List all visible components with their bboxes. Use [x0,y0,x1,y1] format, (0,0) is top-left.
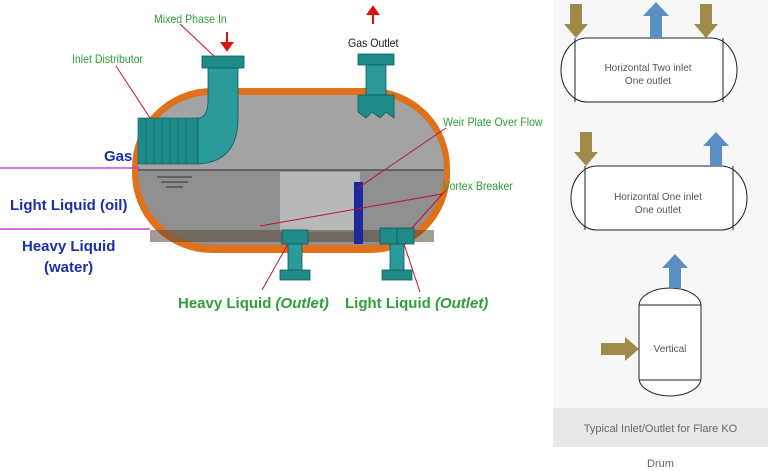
drum-configurations [560,2,748,397]
drum3-outlet-arrow [662,254,688,288]
separator-diagram [0,5,450,293]
heavy-outlet-top [281,229,309,245]
drum2-inlet-arrow [574,132,598,166]
light-outlet-italic-text: (Outlet) [434,295,489,312]
inlet-flange [201,55,245,69]
oil-region [280,172,360,232]
gas-outlet-flange [357,53,395,66]
drum2-label: Horizontal One inlet One outlet [593,191,723,217]
light-outlet-pipe [389,243,405,271]
heavy-liquid-water-label: (water) [44,259,94,276]
drum1-shell [560,37,738,103]
inlet-elbow [197,67,239,165]
level-indicator-lines [0,167,150,230]
heavy-outlet-main-text: Heavy Liquid [178,295,276,312]
heavy-outlet-italic-text: (Outlet) [275,295,329,312]
inlet-distributor [137,117,199,165]
light-outlet-flange [381,269,413,281]
gas-outlet-pipe [365,64,387,96]
weir-plate-label: Weir Plate Over Flow [443,115,543,129]
gas-outlet-label: Gas Outlet [348,36,399,50]
gas-outlet-arrow [366,5,380,24]
drum2-line1: Horizontal One inlet [614,192,702,203]
leader-lines [115,23,447,293]
drum1-inlet-arrow-right [694,4,718,38]
light-liquid-oil-label: Light Liquid (oil) [10,197,128,214]
drum3-label: Vertical [653,344,687,355]
vortex-breaker-label: Vortex Breaker [443,179,513,193]
drum2-outlet-arrow [703,132,729,166]
mixed-phase-arrow [220,32,234,52]
light-liquid-outlet-label: Light Liquid (Outlet) [345,295,488,312]
drum1-line1: Horizontal Two inlet [604,63,692,74]
drum1-line2: One outlet [624,76,672,87]
gas-label: Gas [104,148,133,165]
drum3-inlet-arrow [601,337,639,361]
drum2-line2: One outlet [634,205,682,216]
weir-plate [354,182,363,244]
heavy-liquid-outlet-label: Heavy Liquid (Outlet) [178,295,329,312]
heavy-liquid-label: Heavy Liquid [22,238,116,255]
mixed-phase-in-label: Mixed Phase In [154,12,227,26]
heavy-outlet-pipe [287,243,303,271]
panel-caption: Typical Inlet/Outlet for Flare KO Drum [553,408,768,470]
drum1-label: Horizontal Two inlet One outlet [583,62,713,88]
caption-line1: Typical Inlet/Outlet for Flare KO [583,423,738,435]
light-outlet-main-text: Light Liquid [345,295,435,312]
caption-line2: Drum [647,458,674,470]
drum2-shell [570,165,748,231]
caption-text: Typical Inlet/Outlet for Flare KO Drum [553,408,768,471]
drum1-outlet-arrow [643,2,669,38]
gas-outlet-hood [357,94,395,119]
heavy-outlet-flange [279,269,311,281]
inlet-distributor-label: Inlet Distributor [72,52,144,66]
drum1-inlet-arrow-left [564,4,588,38]
level-marks [157,176,192,188]
